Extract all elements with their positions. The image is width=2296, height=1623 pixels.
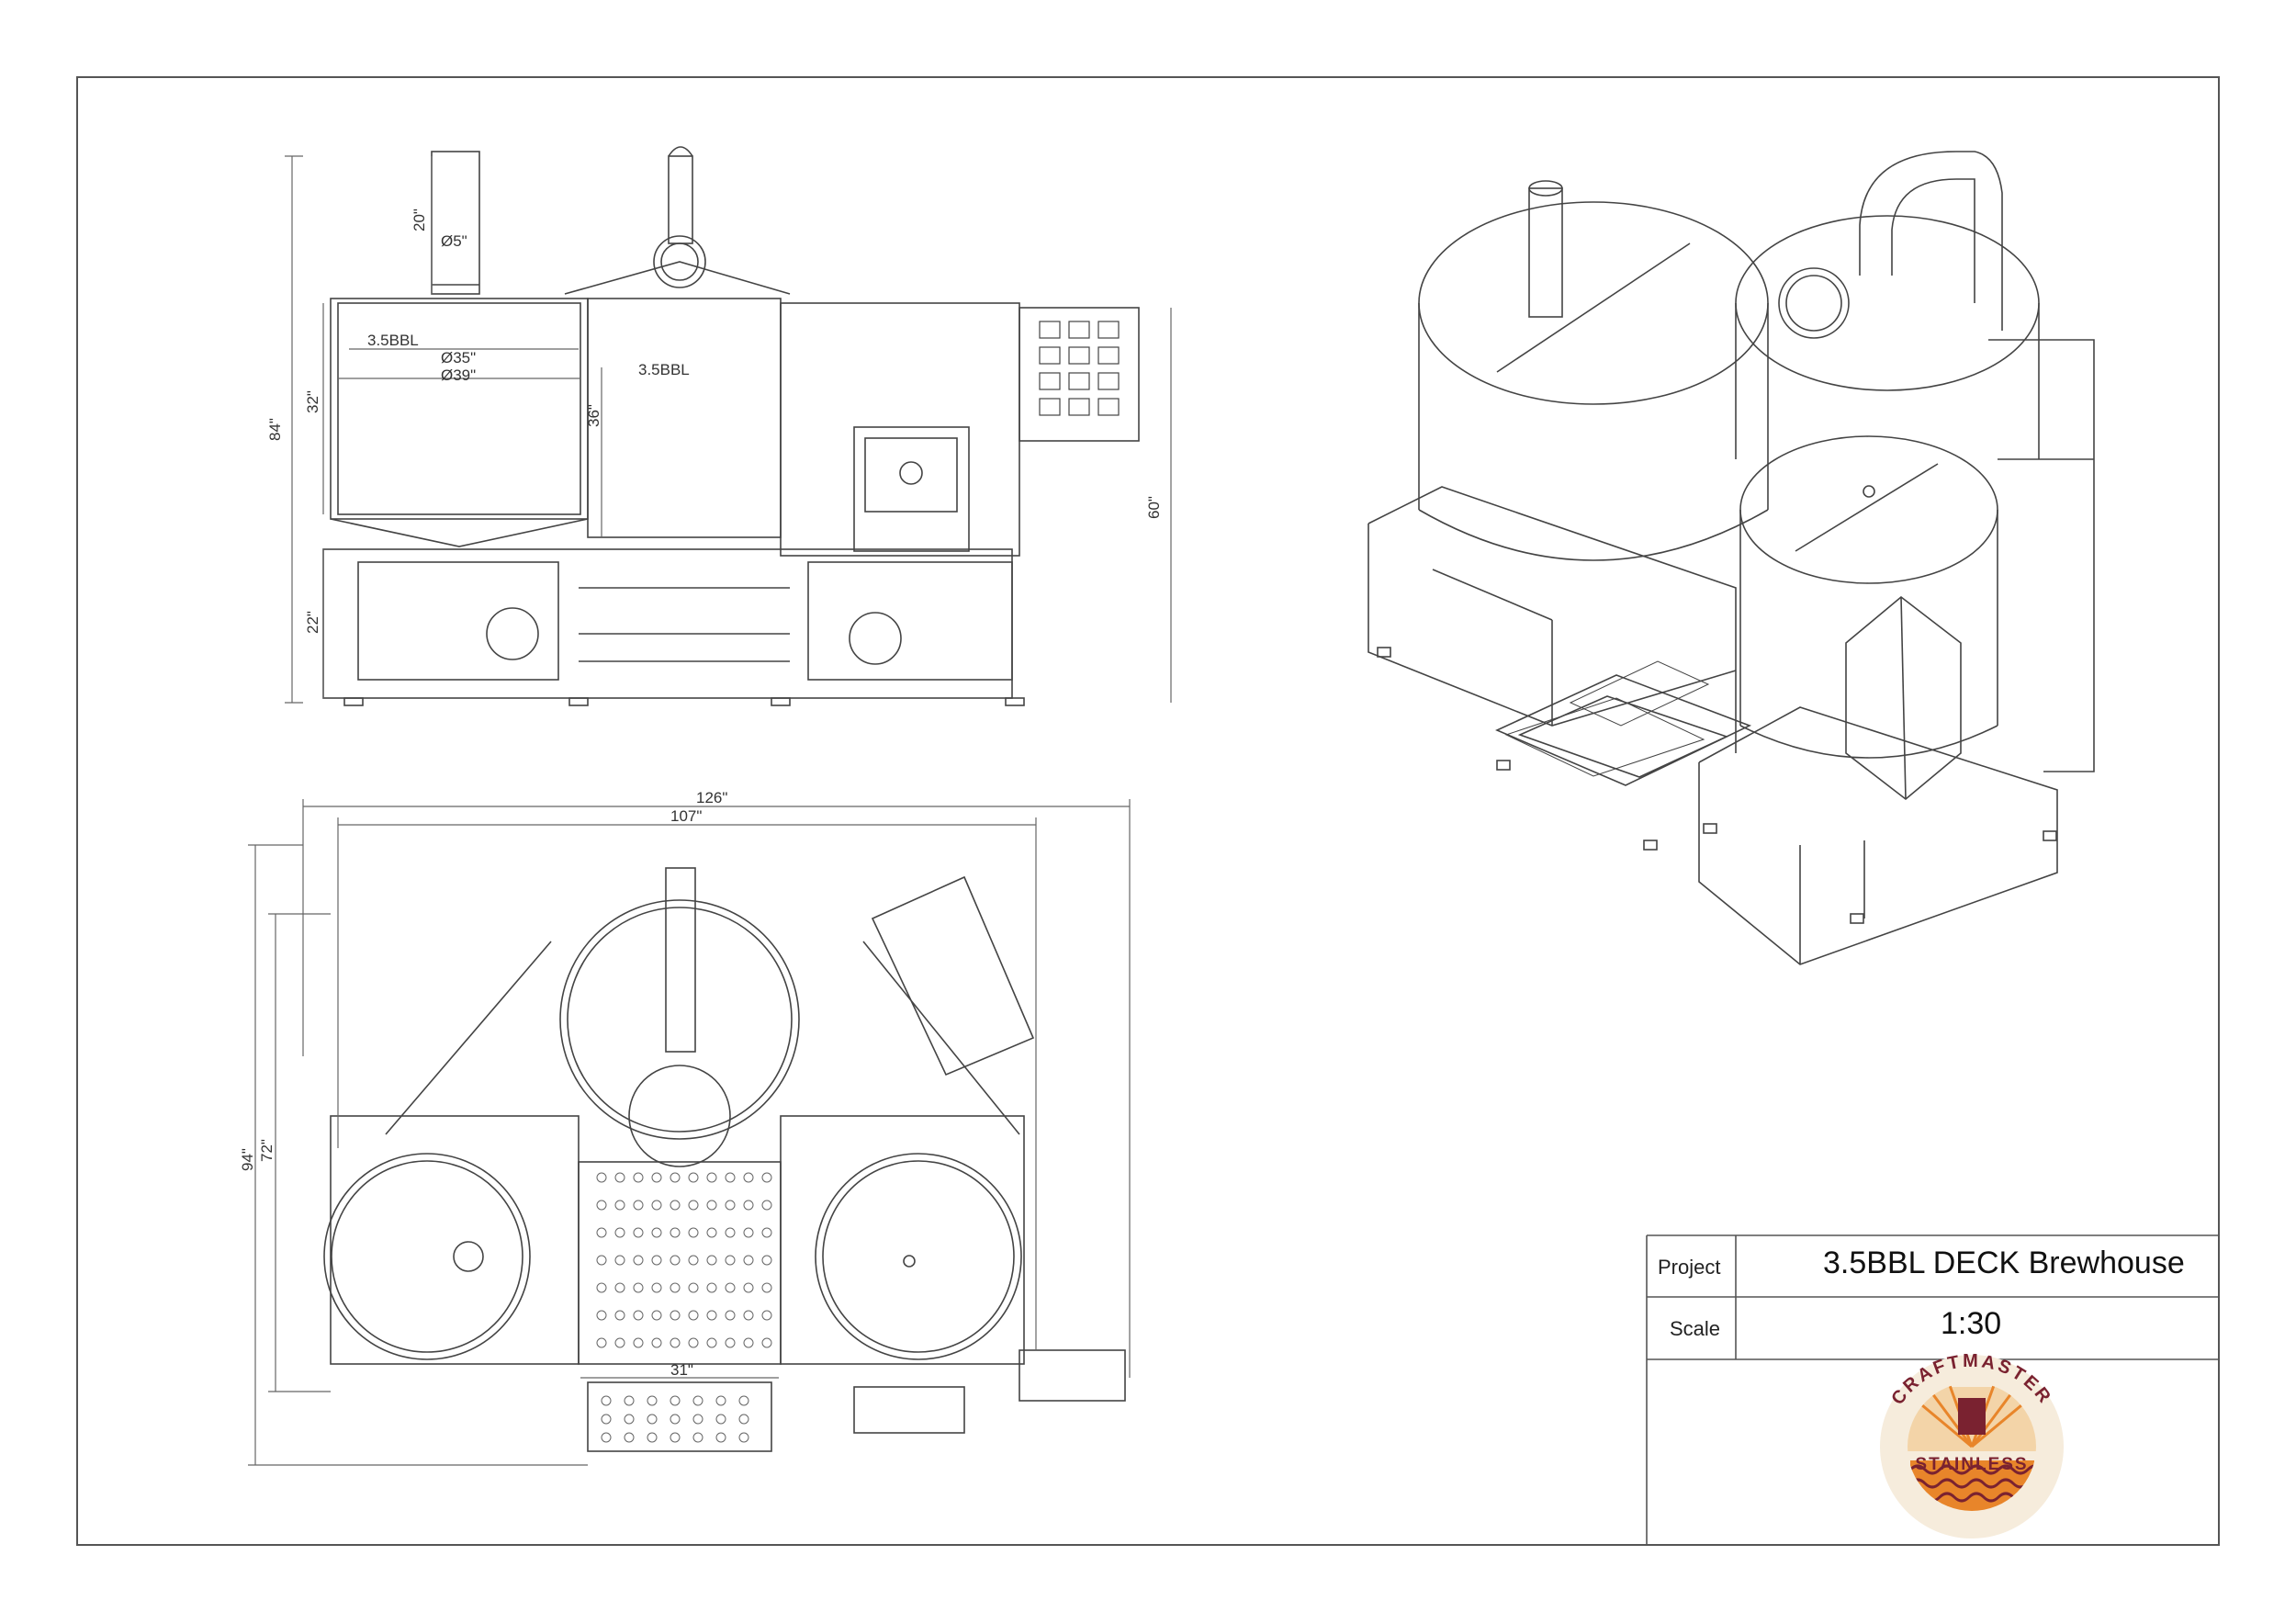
plan-dimension-labels: 126" 107" 94" 72" 31" xyxy=(239,789,727,1379)
project-value: 3.5BBL DECK Brewhouse xyxy=(1823,1245,2185,1280)
dim-tank-height: 32" xyxy=(304,390,321,413)
front-dimension-lines xyxy=(285,155,1172,704)
craftmaster-stainless-logo: CRAFTMASTER STAINLESS xyxy=(1880,1351,2064,1538)
logo-bottom-text: STAINLESS xyxy=(1915,1455,2028,1474)
sheet-border xyxy=(76,76,2220,1546)
dim-dia-outer: Ø39" xyxy=(441,366,476,384)
front-dimension-labels: 20" Ø5" 3.5BBL Ø35" Ø39" 32" 3.5BBL 36" … xyxy=(266,209,1163,634)
scale-value: 1:30 xyxy=(1941,1306,2002,1341)
dim-deck-width: 31" xyxy=(670,1361,693,1379)
dim-right-height: 60" xyxy=(1145,496,1163,519)
dim-frame-height: 22" xyxy=(304,611,321,634)
deck-grating xyxy=(596,1172,772,1443)
dim-overall-width: 126" xyxy=(696,789,727,806)
front-elevation-view xyxy=(322,146,1140,706)
scale-label: Scale xyxy=(1670,1317,1721,1340)
project-label: Project xyxy=(1658,1256,1721,1279)
isometric-view xyxy=(1367,151,2095,965)
dim-chimney-dia: Ø5" xyxy=(441,232,467,250)
dim-level-mid: 3.5BBL xyxy=(638,361,690,378)
dim-chimney-height: 20" xyxy=(411,209,428,231)
dim-inner-depth: 72" xyxy=(258,1139,276,1162)
plan-dimension-lines xyxy=(248,799,1131,1466)
title-block xyxy=(1646,1234,2219,1545)
dim-overall-depth: 94" xyxy=(239,1148,256,1171)
dim-mid-height: 36" xyxy=(585,404,602,427)
dim-overall-height: 84" xyxy=(266,418,284,441)
logo-tank xyxy=(1958,1398,1986,1435)
dim-inner-width: 107" xyxy=(670,807,702,825)
dim-level-left: 3.5BBL xyxy=(367,332,419,349)
dim-dia-inner: Ø35" xyxy=(441,349,476,366)
plan-view xyxy=(323,867,1126,1452)
